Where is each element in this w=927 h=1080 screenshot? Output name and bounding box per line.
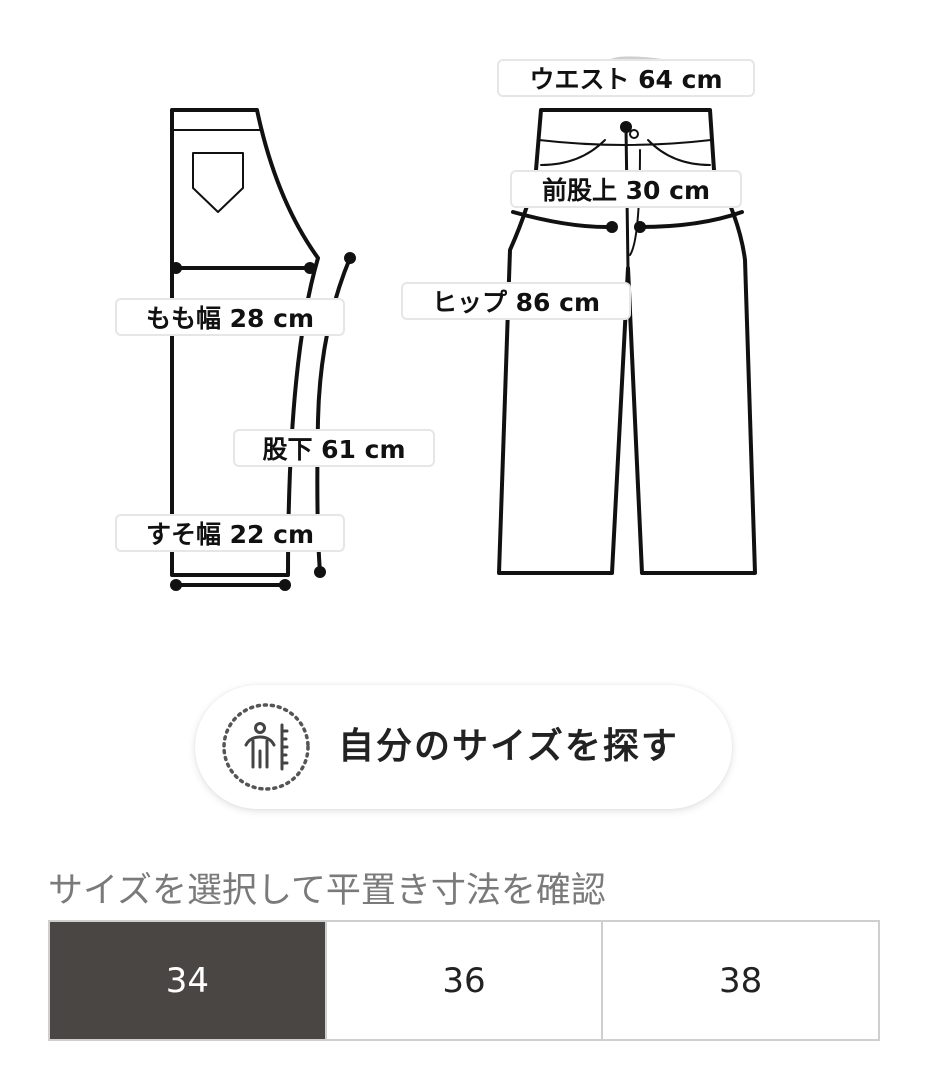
find-my-size-label: 自分のサイズを探す — [338, 726, 679, 767]
inseam-dot-bottom — [314, 566, 326, 578]
thigh-dot-right — [304, 262, 316, 274]
person-measure-icon — [222, 703, 310, 791]
size-tab-38[interactable]: 38 — [603, 922, 879, 1039]
size-selector-heading: サイズを選択して平置き寸法を確認 — [48, 871, 606, 911]
front-rise-label: 前股上 30 cm — [510, 170, 742, 208]
hip-label: ヒップ 86 cm — [401, 282, 631, 320]
size-tab-36[interactable]: 36 — [326, 922, 604, 1039]
hip-line — [511, 210, 744, 230]
inseam-label: 股下 61 cm — [233, 429, 435, 467]
size-tab-34[interactable]: 34 — [50, 922, 327, 1039]
waist-label: ウエスト 64 cm — [497, 59, 755, 97]
hem-label: すそ幅 22 cm — [115, 514, 345, 552]
pants-side-outline — [170, 108, 320, 577]
size-tabs: 34 36 38 — [48, 920, 880, 1041]
hip-dot-left — [606, 221, 618, 233]
thigh-dot-left — [170, 262, 182, 274]
find-my-size-button[interactable]: 自分のサイズを探す — [195, 685, 732, 809]
inseam-dot-top — [344, 252, 356, 264]
hem-dot-left — [170, 579, 182, 591]
hip-dot-right — [634, 221, 646, 233]
thigh-label: もも幅 28 cm — [115, 298, 345, 336]
rise-dot-top — [620, 121, 632, 133]
back-pocket — [192, 152, 244, 213]
hem-dot-right — [279, 579, 291, 591]
